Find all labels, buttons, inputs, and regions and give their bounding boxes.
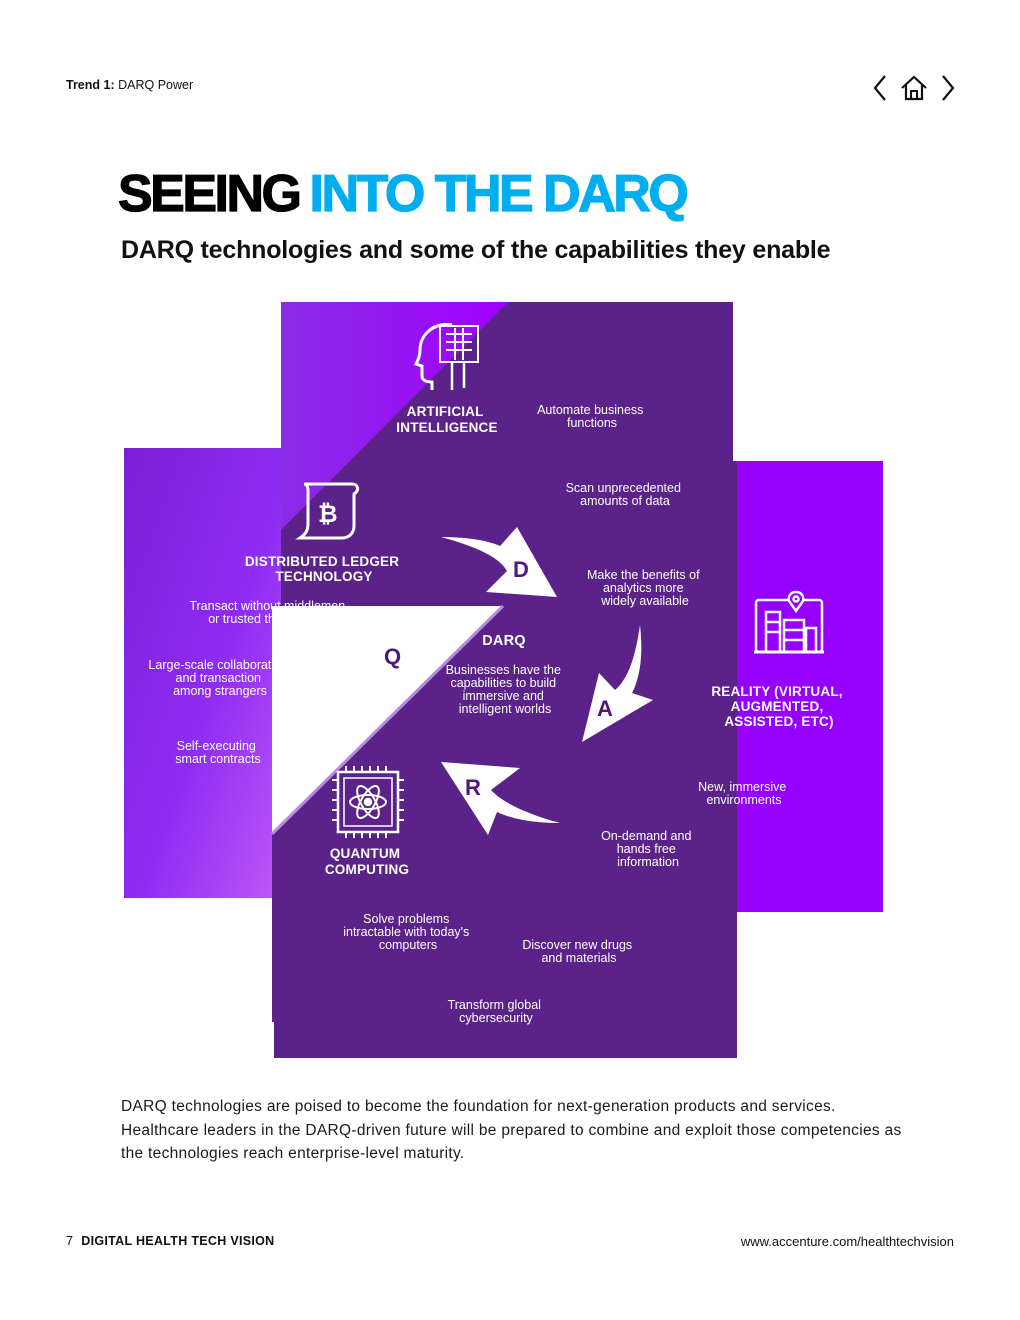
darq-center-title: DARQ (482, 633, 526, 649)
page-number: 7 (66, 1234, 74, 1248)
dlt-cap-3-line-1: Self-executing (177, 739, 256, 753)
letter-r: R (465, 775, 481, 800)
chevron-left-icon (873, 75, 886, 101)
quantum-cap-1-line-1: Solve problems (363, 912, 449, 926)
svg-text:Automate business function: Automate business functions (537, 403, 647, 430)
svg-text:QUANTUM COMPUTING: QUANTUM COMPUTING (325, 846, 409, 877)
arrow-r (441, 762, 560, 835)
chevron-right-icon (942, 75, 955, 101)
dlt-cap-3-line-2: smart contracts (175, 752, 260, 766)
reality-heading-line-2: AUGMENTED, (731, 699, 824, 714)
dlt-panel (124, 448, 284, 898)
quantum-cap-3-line-1: Transform global (448, 998, 541, 1012)
title-part-1: SEEING (117, 165, 302, 223)
ai-cap-2-line-2: amounts of data (580, 494, 670, 508)
svg-text:₿: ₿ (318, 501, 338, 528)
body-paragraph: DARQ technologies are poised to become t… (121, 1098, 902, 1162)
ai-cap-1-line-2: functions (567, 416, 617, 430)
title-part-2: INTO THE DARQ (309, 165, 689, 223)
dlt-heading-line-1: DISTRIBUTED LEDGER (245, 554, 399, 569)
svg-text:On-demand and hands free: On-demand and hands free information (601, 829, 695, 869)
darq-center-line-3: immersive and (463, 689, 544, 703)
svg-text:Businesses have the capabi: Businesses have the capabilities to buil… (446, 663, 565, 716)
footer-publication: 7 DIGITAL HEALTH TECH VISION (66, 1234, 274, 1248)
svg-text:Self-executing smart contr: Self-executing smart contracts (175, 739, 260, 766)
page-subtitle: DARQ technologies and some of the capabi… (121, 236, 831, 264)
quantum-heading-line-1: QUANTUM (330, 846, 400, 861)
darq-center-line-1: Businesses have the (446, 663, 561, 677)
ai-cap-2-line-1: Scan unprecedented (566, 481, 681, 495)
darq-center-line-2: capabilities to build (450, 676, 556, 690)
svg-text:New, immersive environment: New, immersive environments (698, 780, 790, 807)
svg-text:Scan unprecedented amounts: Scan unprecedented amounts of data (566, 481, 685, 508)
next-page-button[interactable] (934, 72, 962, 104)
dlt-cap-2-line-1: Large-scale collaboration (148, 658, 288, 672)
svg-text:DISTRIBUTED LEDGER TECHNOL: DISTRIBUTED LEDGER TECHNOLOGY (245, 554, 403, 584)
svg-text:Solve problems intractable: Solve problems intractable with today's … (343, 912, 473, 952)
reality-cap-2-line-3: information (617, 855, 679, 869)
darq-center-line-4: intelligent worlds (459, 702, 551, 716)
reality-heading-line-3: ASSISTED, ETC) (724, 714, 833, 729)
ai-bright-triangle (281, 302, 508, 530)
atom-chip-icon (332, 766, 404, 838)
ai-head-icon (413, 323, 479, 390)
ai-heading-line-1: ARTIFICIAL (407, 404, 484, 419)
dlt-cap-2-line-3: among strangers (173, 684, 267, 698)
home-icon (901, 75, 927, 101)
ai-cap-1-line-1: Automate business (537, 403, 643, 417)
dlt-cap-1-line-1: Transact without middlemen (189, 599, 345, 613)
home-button[interactable] (900, 72, 928, 104)
ai-cap-3-line-2: analytics more (603, 581, 684, 595)
trend-label: Trend 1: DARQ Power (66, 78, 193, 92)
svg-text:Large-scale collaboration: Large-scale collaboration and transactio… (148, 658, 291, 698)
reality-cap-2-line-2: hands free (617, 842, 676, 856)
letter-q: Q (384, 644, 401, 669)
ai-cap-3-line-3: widely available (600, 594, 689, 608)
prev-page-button[interactable] (866, 72, 894, 104)
publication-name: DIGITAL HEALTH TECH VISION (81, 1234, 275, 1248)
reality-panel (730, 461, 883, 912)
ai-heading-line-2: INTELLIGENCE (396, 420, 497, 435)
letter-a: A (597, 696, 613, 721)
footer-url-link[interactable]: www.accenture.com/healthtechvision (740, 1234, 954, 1249)
letter-d: D (513, 557, 529, 582)
arrow-d (441, 527, 557, 597)
smart-city-icon (754, 590, 824, 654)
trend-name: DARQ Power (118, 78, 194, 92)
dlt-heading-line-2: TECHNOLOGY (275, 569, 372, 584)
svg-text:ARTIFICIAL INTELLIGENCE: ARTIFICIAL INTELLIGENCE (396, 404, 497, 435)
quantum-cap-1-line-3: computers (379, 938, 437, 952)
main-panel (272, 302, 737, 1058)
page-navigation (866, 72, 962, 104)
quantum-cap-3-line-2: cybersecurity (459, 1011, 533, 1025)
bitcoin-scroll-icon: ₿ (295, 482, 360, 540)
dlt-cap-2-line-2: and transaction (176, 671, 262, 685)
quantum-heading-line-2: COMPUTING (325, 862, 409, 877)
quantum-cap-2-line-2: and materials (541, 951, 616, 965)
quantum-cap-2-line-1: Discover new drugs (522, 938, 632, 952)
svg-text:REALITY (VIRTUAL, AUGMENTE: REALITY (VIRTUAL, AUGMENTED, ASSISTED, E… (711, 684, 846, 729)
svg-text:Transform global cybersecu: Transform global cybersecurity (448, 998, 545, 1025)
dlt-cap-1-line-2: or trusted third parties (208, 612, 330, 626)
q-triangle-edge (270, 604, 505, 836)
quantum-cap-1-line-2: intractable with today's (343, 925, 469, 939)
ai-cap-3-line-1: Make the benefits of (587, 568, 700, 582)
reality-cap-1-line-1: New, immersive (698, 780, 786, 794)
trend-number: Trend 1: (66, 78, 115, 92)
reality-cap-1-line-2: environments (706, 793, 781, 807)
arrow-a (582, 625, 653, 742)
reality-heading-line-1: REALITY (VIRTUAL, (711, 684, 842, 699)
reality-cap-2-line-1: On-demand and (601, 829, 691, 843)
svg-text:Discover new drugs and mat: Discover new drugs and materials (522, 938, 635, 965)
svg-text:Transact without middlemen: Transact without middlemen or trusted th… (189, 599, 348, 626)
svg-text:Make the benefits of analy: Make the benefits of analytics more wide… (587, 568, 703, 608)
